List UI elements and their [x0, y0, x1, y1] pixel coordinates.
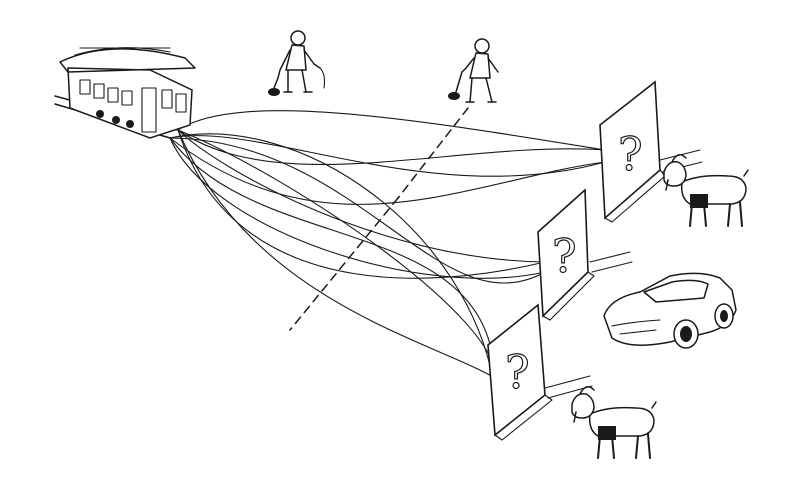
door-label: ?: [618, 127, 643, 181]
track-branch: [169, 137, 606, 205]
track-branch: [169, 137, 546, 284]
door-label: ?: [505, 345, 530, 399]
door-icon: ?: [599, 80, 666, 223]
switch-lines: [289, 107, 469, 331]
track-branch: [177, 129, 546, 263]
track-branch: [169, 137, 496, 391]
track-branch: [177, 129, 496, 379]
sports-car-icon: [603, 272, 737, 349]
track-branch: [169, 137, 546, 279]
door-icon: ?: [537, 188, 595, 321]
trolley-icon: [59, 47, 196, 139]
lever-person-icon: [268, 30, 326, 96]
goat-icon: [571, 386, 657, 459]
track-branch: [177, 110, 606, 151]
track-branch: [169, 133, 496, 391]
door-icon: ?: [487, 303, 553, 441]
branching-tracks: [169, 110, 606, 391]
lever-person-icon: [448, 38, 499, 103]
track-branch: [177, 129, 546, 279]
goat-icon: [663, 154, 749, 227]
track-branch: [177, 129, 496, 379]
track-branch: [177, 129, 606, 165]
track-branch: [169, 135, 606, 177]
door-label: ?: [552, 229, 577, 283]
